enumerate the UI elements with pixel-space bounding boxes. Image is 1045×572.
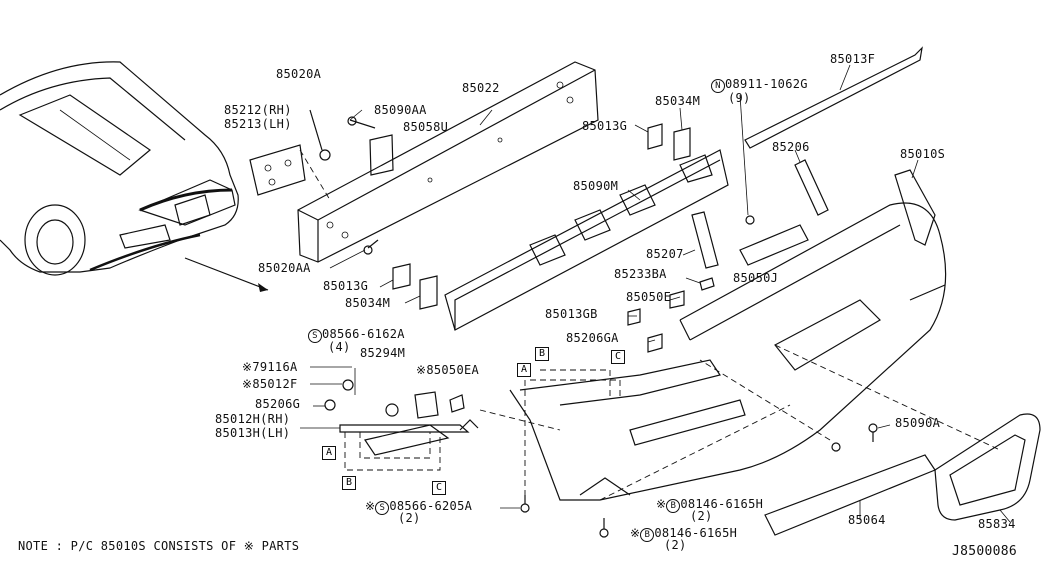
label-08566-6205A-text: 08566-6205A <box>389 499 473 513</box>
callout-b: B <box>342 476 356 490</box>
bolt-85020AA <box>363 239 379 255</box>
label-85050EA: ※85050EA <box>416 364 479 377</box>
star-symbol: ※ <box>242 360 253 374</box>
label-85213: 85213(LH) <box>224 117 292 131</box>
label-85020AA: 85020AA <box>258 261 311 275</box>
label-85834: 85834 <box>978 517 1016 531</box>
label-85013G-bottom: 85013G <box>323 279 369 293</box>
label-08146-b-text: 08146-6165H <box>654 526 738 540</box>
label-79116A-text: 79116A <box>252 360 298 374</box>
label-79116A: ※79116A <box>242 361 298 374</box>
star-symbol: ※ <box>630 526 641 540</box>
label-85020A: 85020A <box>276 67 322 81</box>
star-symbol: ※ <box>656 497 667 511</box>
label-85013H: 85013H(LH) <box>215 426 291 440</box>
label-85090M: 85090M <box>573 179 619 193</box>
circle-b-symbol: B <box>666 499 681 513</box>
pads-top <box>647 123 691 161</box>
circle-s-symbol: S <box>308 329 322 343</box>
callout-a: A <box>322 446 336 460</box>
label-85010S: 85010S <box>900 147 946 161</box>
label-leaders <box>300 64 1011 523</box>
circle-s-symbol: S <box>375 501 390 515</box>
circle-b-symbol: B <box>640 528 655 542</box>
label-85206GA: 85206GA <box>566 331 619 345</box>
label-08146-b-qty: (2) <box>664 538 687 552</box>
label-08566-6162A-text: 08566-6162A <box>322 327 405 341</box>
clips <box>627 277 715 353</box>
lower-bracket-85012H <box>324 368 479 456</box>
callout-b: B <box>535 347 549 361</box>
label-85212: 85212(RH) <box>224 103 292 117</box>
absorber-85090M <box>444 149 729 331</box>
label-85034M-top: 85034M <box>655 94 701 108</box>
bumper-fascia-85010S <box>509 169 947 501</box>
label-08566-6162A-qty: (4) <box>328 340 351 354</box>
reinforcement-85022 <box>297 61 599 263</box>
bolts-bottom <box>520 423 878 538</box>
label-08146-a-text: 08146-6165H <box>680 497 764 511</box>
label-85294M: 85294M <box>360 346 406 360</box>
callout-c: C <box>611 350 625 364</box>
bracket-85212 <box>249 109 331 201</box>
leader-08911 <box>739 94 749 216</box>
garnish-85834 <box>934 413 1041 521</box>
label-08911-text: 08911-1062G <box>725 77 808 91</box>
callout-c: C <box>432 481 446 495</box>
bolt-85090AA <box>347 116 394 176</box>
diagram-id: J8500086 <box>952 544 1018 559</box>
label-85050E: 85050E <box>626 290 672 304</box>
label-08566-6205A-qty: (2) <box>398 511 421 525</box>
label-85090AA: 85090AA <box>374 103 427 117</box>
label-85012F-text: 85012F <box>252 377 298 391</box>
pads-bottom <box>392 263 438 310</box>
label-85058U: 85058U <box>403 120 449 134</box>
star-symbol: ※ <box>416 363 427 377</box>
label-08911-qty: (9) <box>728 91 751 105</box>
label-85206: 85206 <box>772 140 810 154</box>
label-85013G-top: 85013G <box>582 119 628 133</box>
label-85206G: 85206G <box>255 397 301 411</box>
label-85012H: 85012H(RH) <box>215 412 291 426</box>
star-symbol: ※ <box>365 499 376 513</box>
label-85064: 85064 <box>848 513 886 527</box>
dashed-leaders <box>344 344 1001 501</box>
label-85050EA-text: 85050EA <box>426 363 480 377</box>
label-85034M-bottom: 85034M <box>345 296 391 310</box>
label-85090A: 85090A <box>895 416 941 430</box>
label-85207: 85207 <box>646 247 684 261</box>
car-outline <box>0 61 269 292</box>
label-85013GB: 85013GB <box>545 307 598 321</box>
molding-85013F <box>744 46 923 149</box>
label-85013F: 85013F <box>830 52 876 66</box>
bracket-85206 <box>691 159 829 269</box>
label-85012F: ※85012F <box>242 378 298 391</box>
circle-n-symbol: N <box>711 79 725 93</box>
footer-note: NOTE : P/C 85010S CONSISTS OF ※ PARTS <box>18 539 300 553</box>
label-08146-a-qty: (2) <box>690 509 713 523</box>
callout-a: A <box>517 363 531 377</box>
star-symbol: ※ <box>242 377 253 391</box>
label-85233BA: 85233BA <box>614 267 667 281</box>
label-85022: 85022 <box>462 81 500 95</box>
label-85050J: 85050J <box>733 271 779 285</box>
nut-08911 <box>745 215 755 225</box>
